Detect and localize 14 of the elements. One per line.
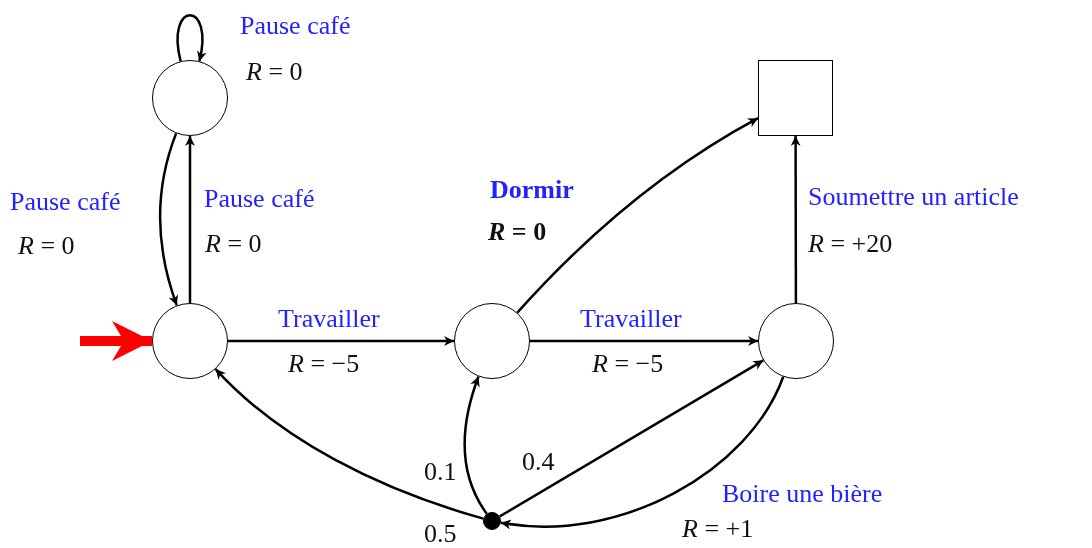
arrow [158,132,179,306]
arrow [228,336,454,346]
arrow [214,368,484,520]
arrow [176,14,207,62]
arrow [185,136,195,303]
arrow [530,336,758,346]
arrow [790,136,801,303]
arrow [516,117,759,314]
arrow [463,376,488,515]
terminal-square [758,60,833,136]
arrow [80,321,152,361]
chance-dot [483,512,501,530]
arrow [500,376,785,529]
arrow [499,359,764,518]
